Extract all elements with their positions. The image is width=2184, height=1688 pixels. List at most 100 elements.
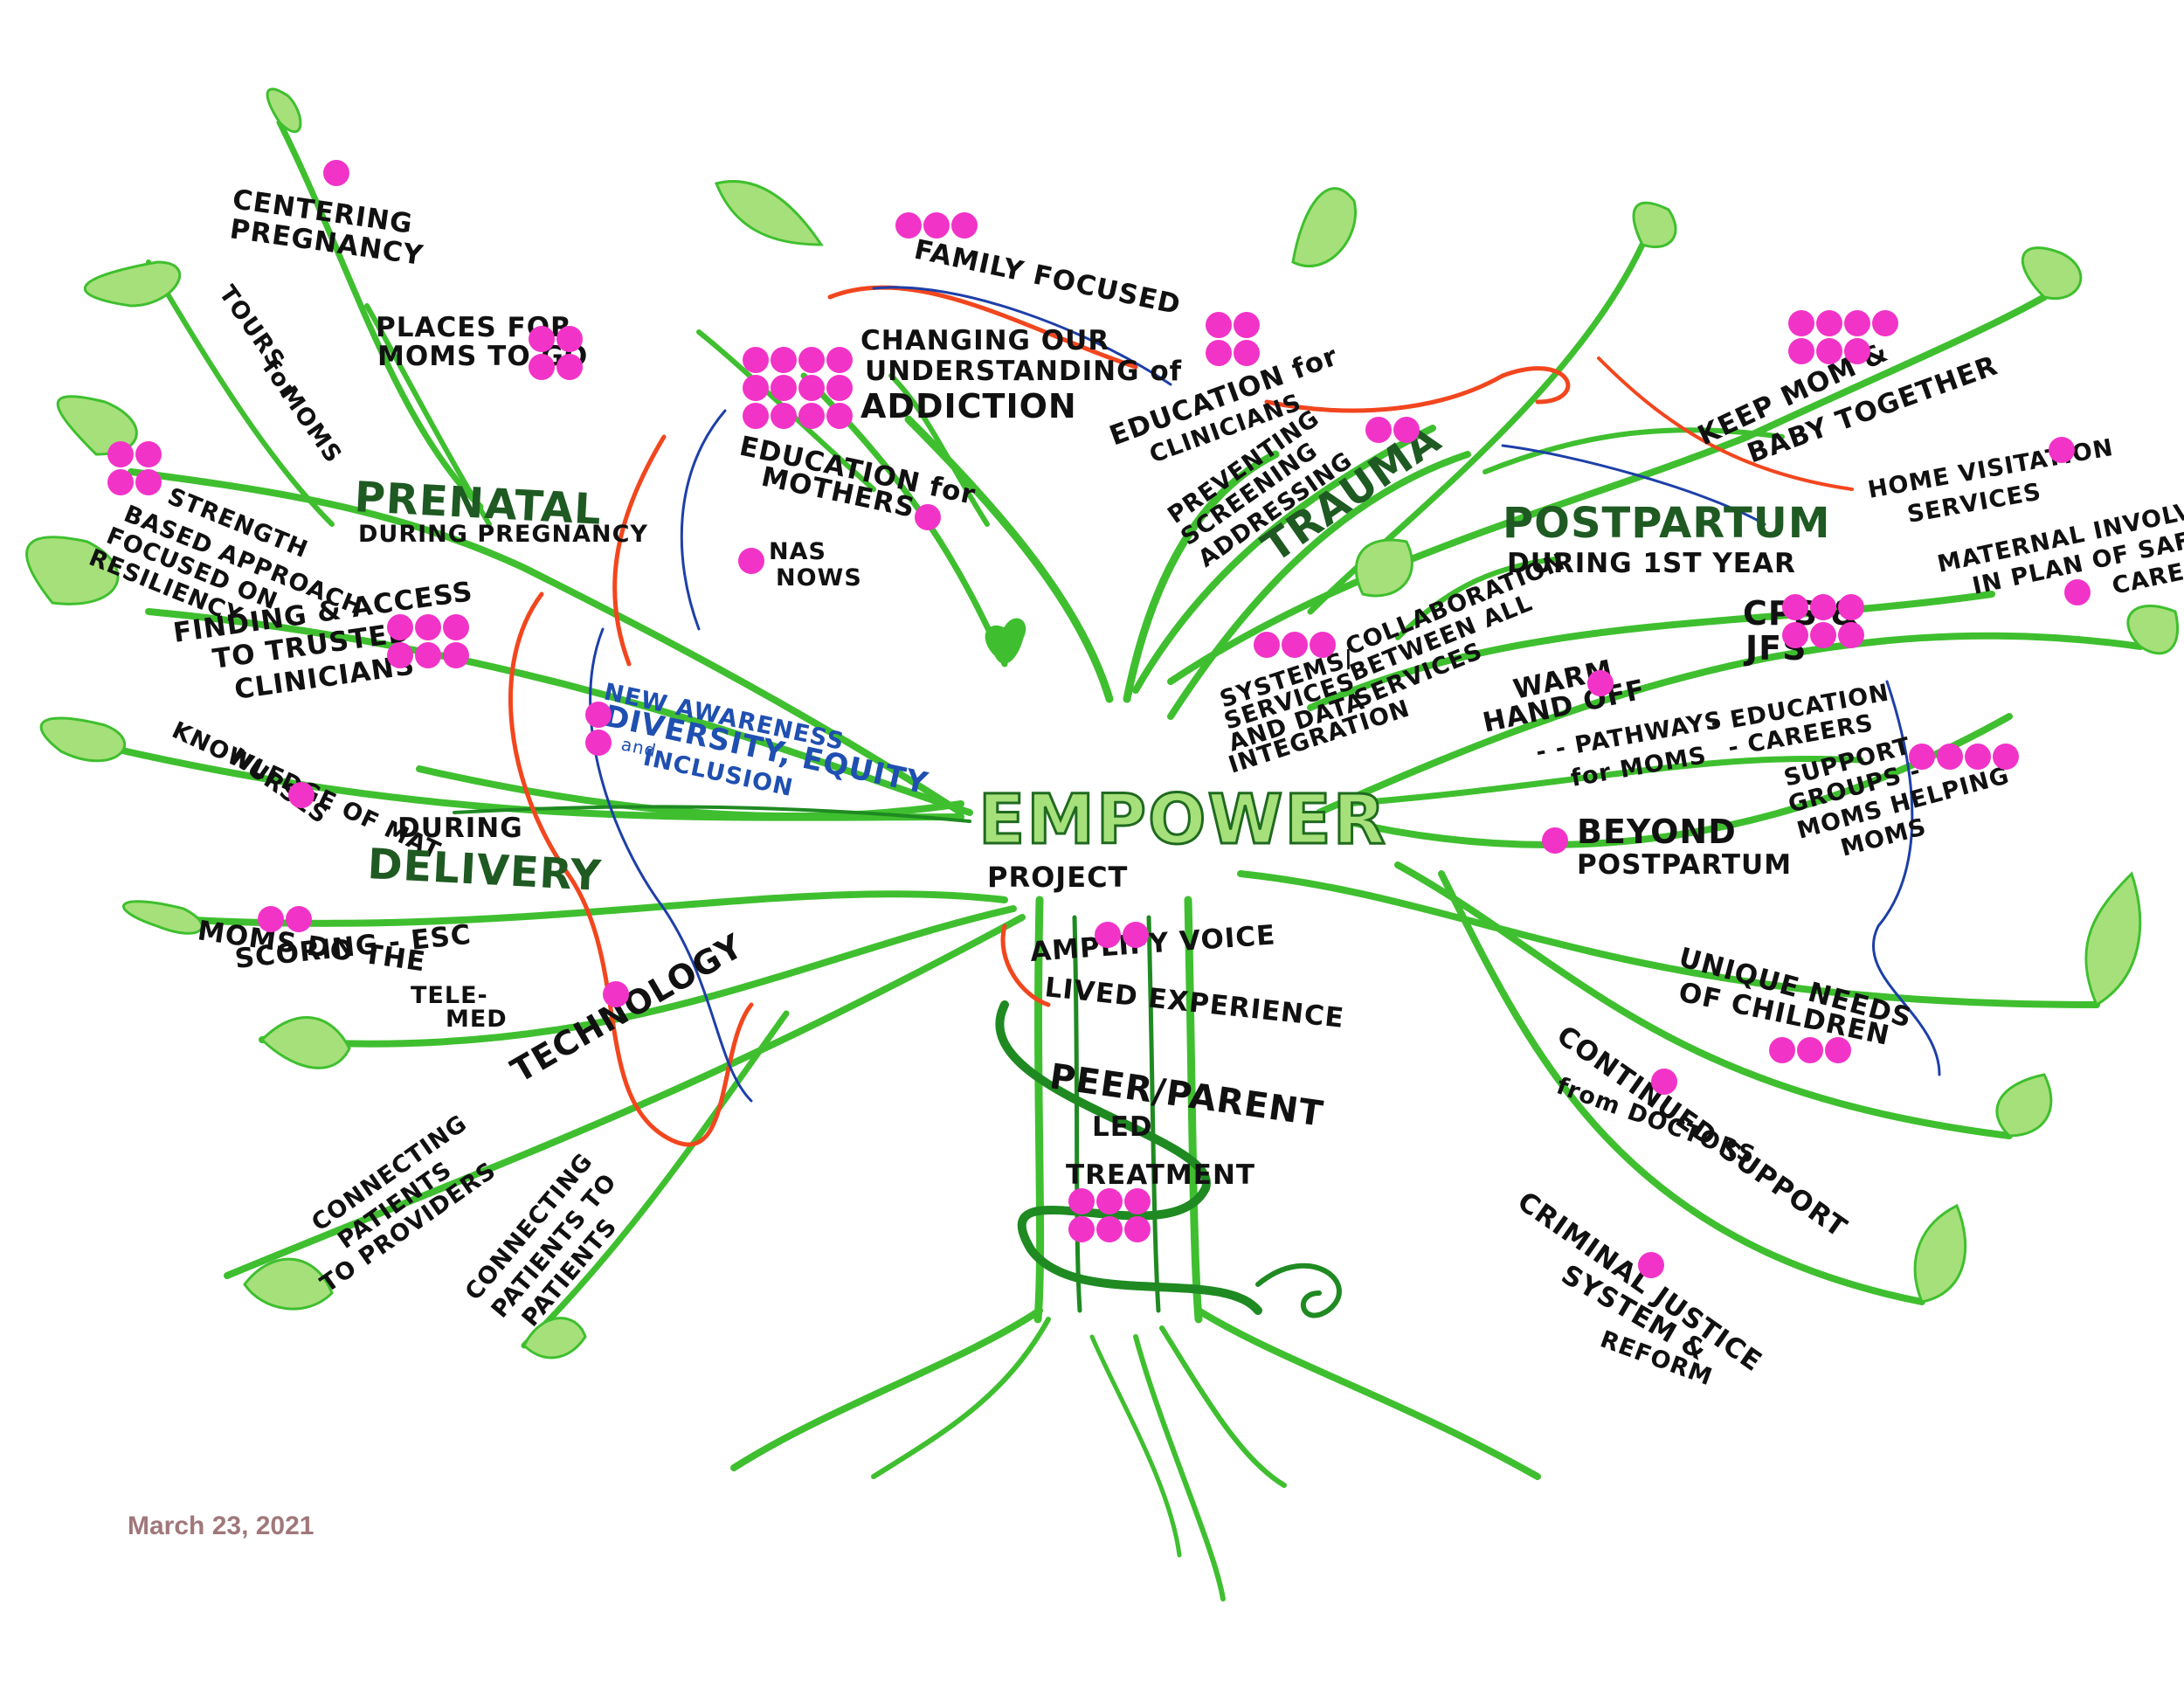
vote-dot-maternal bbox=[2064, 579, 2091, 605]
vote-dot-keep-mom bbox=[1872, 310, 1898, 336]
vote-dot-continued bbox=[1651, 1069, 1677, 1095]
vote-dot-finding bbox=[387, 642, 413, 668]
vote-dot-moms-scoring bbox=[258, 906, 284, 932]
center-subtitle: PROJECT bbox=[987, 861, 1128, 894]
vote-dot-keep-mom bbox=[1844, 338, 1870, 364]
center-title: EMPOWER bbox=[978, 781, 1387, 860]
label-peer-3: TREATMENT bbox=[1066, 1159, 1255, 1191]
vote-dot-nurses bbox=[288, 782, 314, 808]
label-telemed-2: MED bbox=[446, 1006, 508, 1033]
vote-dot-strength bbox=[135, 441, 162, 467]
vote-dot-cps bbox=[1810, 594, 1836, 620]
vote-dot-changing bbox=[743, 403, 769, 429]
vote-dot-places bbox=[529, 354, 555, 380]
vote-dot-finding bbox=[387, 614, 413, 640]
tree-branches bbox=[49, 119, 2144, 1602]
label-peer-2: LED bbox=[1092, 1111, 1153, 1143]
vote-dot-changing bbox=[826, 375, 853, 401]
label-nas-1: NAS bbox=[769, 538, 826, 565]
vote-dot-peer bbox=[1068, 1216, 1095, 1242]
vote-dot-changing bbox=[798, 403, 825, 429]
vote-dot-edu-mothers bbox=[915, 504, 941, 530]
vote-dot-changing bbox=[743, 347, 769, 373]
tree-leaves bbox=[25, 87, 2180, 1359]
label-amplify-1: AMPLIFY VOICE bbox=[1029, 919, 1276, 968]
vote-dot-changing bbox=[771, 347, 797, 373]
vote-dots bbox=[107, 160, 2091, 1278]
label-during: DURING bbox=[397, 813, 523, 844]
vote-dot-peer bbox=[1124, 1216, 1151, 1242]
vote-dot-moms-scoring bbox=[286, 906, 312, 932]
vote-dot-finding bbox=[415, 642, 441, 668]
vote-dot-family bbox=[951, 212, 978, 239]
vote-dot-cps bbox=[1810, 622, 1836, 648]
label-postpartum: POSTPARTUM bbox=[1503, 499, 1831, 548]
vote-dot-strength bbox=[135, 469, 162, 495]
vote-dot-changing bbox=[771, 403, 797, 429]
vote-dot-cps bbox=[1782, 594, 1808, 620]
date-label: March 23, 2021 bbox=[128, 1512, 314, 1540]
vote-dot-peer bbox=[1096, 1216, 1123, 1242]
vote-dot-changing bbox=[771, 375, 797, 401]
vote-dot-places bbox=[556, 326, 583, 352]
label-changing-3: ADDICTION bbox=[860, 387, 1077, 425]
vote-dot-changing bbox=[826, 403, 853, 429]
vote-dot-warm bbox=[1587, 670, 1614, 696]
label-prenatal-sub: DURING PREGNANCY bbox=[358, 521, 648, 548]
vote-dot-changing bbox=[826, 347, 853, 373]
vote-dot-keep-mom bbox=[1816, 310, 1842, 336]
vote-dot-systems bbox=[1310, 632, 1336, 658]
vote-dot-peer bbox=[1068, 1188, 1095, 1214]
vote-dot-finding bbox=[443, 642, 469, 668]
vote-dot-strength bbox=[107, 441, 134, 467]
vote-dot-home-visit bbox=[2049, 437, 2075, 463]
vote-dot-strength bbox=[107, 469, 134, 495]
vote-dot-support bbox=[1965, 744, 1991, 770]
vote-dot-systems bbox=[1254, 632, 1280, 658]
vote-dot-technology bbox=[603, 981, 629, 1007]
label-changing-2: UNDERSTANDING of bbox=[865, 356, 1182, 387]
vote-dot-changing bbox=[798, 347, 825, 373]
vote-dot-changing bbox=[798, 375, 825, 401]
vote-dot-family bbox=[895, 212, 922, 239]
label-delivery: DELIVERY bbox=[366, 840, 603, 901]
label-beyond-1: BEYOND bbox=[1577, 813, 1737, 851]
vote-dot-support bbox=[1993, 744, 2019, 770]
vote-dot-edu-clinicians bbox=[1206, 312, 1232, 338]
vote-dot-edu-clinicians bbox=[1234, 340, 1260, 366]
label-beyond-2: POSTPARTUM bbox=[1577, 849, 1792, 881]
vote-dot-unique bbox=[1797, 1037, 1823, 1063]
vote-dot-support bbox=[1937, 744, 1963, 770]
label-peer-1: PEER/PARENT bbox=[1047, 1056, 1326, 1135]
vote-dot-criminal bbox=[1638, 1252, 1664, 1278]
vote-dot-edu-clinicians bbox=[1206, 340, 1232, 366]
vote-dot-diversity bbox=[585, 702, 612, 728]
vote-dot-finding bbox=[443, 614, 469, 640]
vote-dot-nas bbox=[738, 548, 764, 574]
label-nas-2: NOWS bbox=[776, 564, 862, 591]
label-amplify-2: LIVED EXPERIENCE bbox=[1043, 972, 1345, 1034]
label-postpartum-sub: DURING 1ST YEAR bbox=[1507, 548, 1796, 579]
label-family: FAMILY FOCUSED bbox=[911, 234, 1184, 322]
vote-dot-changing bbox=[743, 375, 769, 401]
label-tours-3: MOMS bbox=[274, 381, 347, 468]
vote-dot-cps bbox=[1838, 622, 1864, 648]
vote-dot-systems bbox=[1282, 632, 1308, 658]
vote-dot-peer bbox=[1096, 1188, 1123, 1214]
vote-dot-beyond bbox=[1542, 827, 1568, 854]
vote-dot-support bbox=[1909, 744, 1935, 770]
label-telemed-1: TELE- bbox=[411, 982, 488, 1009]
vote-dot-trauma bbox=[1365, 417, 1392, 443]
vote-dot-cps bbox=[1838, 594, 1864, 620]
vote-dot-keep-mom bbox=[1844, 310, 1870, 336]
vote-dot-cps bbox=[1782, 622, 1808, 648]
vote-dot-amplify bbox=[1123, 922, 1149, 948]
label-technology: TECHNOLOGY bbox=[505, 926, 750, 1090]
vote-dot-edu-clinicians bbox=[1234, 312, 1260, 338]
vote-dot-centering bbox=[323, 160, 349, 186]
vote-dot-keep-mom bbox=[1788, 310, 1814, 336]
vote-dot-unique bbox=[1769, 1037, 1795, 1063]
vote-dot-family bbox=[923, 212, 950, 239]
